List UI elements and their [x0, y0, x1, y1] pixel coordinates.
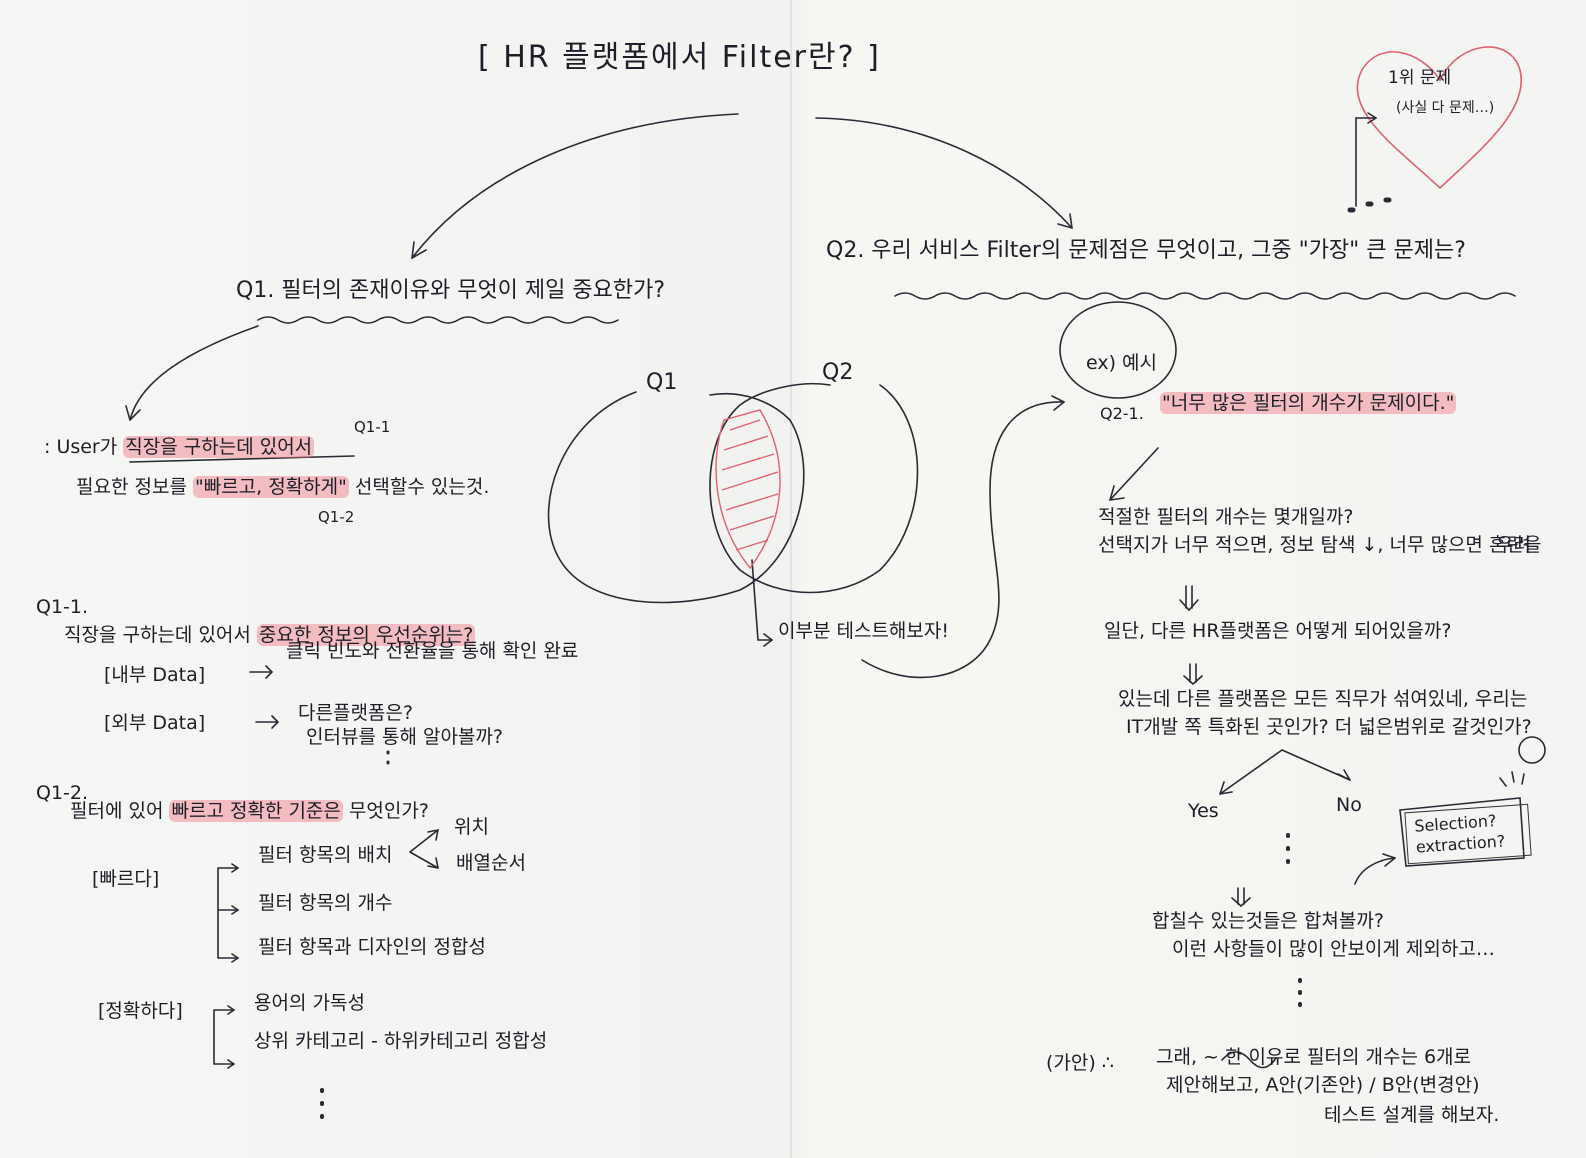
- arrow-title-to-q1: [411, 113, 739, 259]
- placement-sub-1: 위치: [454, 816, 489, 838]
- q1-2-question-highlight: 빠르고 정확한 기준은: [169, 800, 343, 822]
- fast-label: [빠르다]: [92, 868, 160, 890]
- paper-fold: [790, 0, 792, 1158]
- heart-doodle: [1356, 46, 1523, 189]
- accurate-branch-lines: [213, 1009, 235, 1065]
- para4-line2: 이런 사항들이 많이 안보이게 제외하고…: [1172, 938, 1495, 960]
- q2-wavy-underline: [894, 292, 1516, 300]
- q1-wavy-underline: [257, 316, 619, 324]
- q2-1-highlight-text: "너무 많은 필터의 개수가 문제이다.": [1160, 392, 1457, 414]
- overlap-note: 이부분 테스트해보자!: [778, 620, 949, 642]
- q2-1-label: Q2-1.: [1100, 404, 1144, 423]
- q1-2-label: Q1-2.: [36, 782, 89, 804]
- arrow-q21-down: [1109, 447, 1159, 501]
- para3-line1: 있는데 다른 플랫폼은 모든 직무가 섞여있네, 우리는: [1118, 688, 1528, 710]
- example-label: ex) 예시: [1086, 352, 1158, 374]
- fast-item-1: 필터 항목의 배치: [258, 844, 393, 866]
- q1-answer-line1: : User가 직장을 구하는데 있어서: [44, 436, 315, 459]
- down-arrow-1: [1179, 585, 1199, 612]
- q1-1-tag: Q1-1: [354, 418, 391, 436]
- q1-answer-line2: 필요한 정보를 "빠르고, 정확하게" 선택할수 있는것.: [76, 476, 489, 499]
- para3-line2: IT개발 쪽 특화된 곳인가? 더 넓은범위로 갈것인가?: [1126, 716, 1532, 738]
- para1-line2: 선택지가 너무 적으면, 정보 탐색 ↓, 너무 많으면 혼란을: [1098, 534, 1542, 556]
- venn-label-q2: Q2: [822, 360, 854, 385]
- down-arrow-2: [1183, 663, 1203, 686]
- arrow-overlap-to-note: [751, 559, 773, 641]
- down-arrow-3: [1231, 887, 1251, 908]
- placement-sub-arrows: [409, 829, 439, 869]
- accurate-item-2: 상위 카테고리 - 하위카테고리 정합성: [254, 1030, 548, 1052]
- q2-heading: Q2. 우리 서비스 Filter의 문제점은 무엇이고, 그중 "가장" 큰 …: [826, 238, 1466, 263]
- page-title: [ HR 플랫폼에서 Filter란? ]: [478, 40, 881, 75]
- internal-data-label: [내부 Data]: [104, 664, 206, 686]
- arrow-into-heart: [1355, 117, 1377, 207]
- arrow-to-box: [1354, 857, 1396, 885]
- accurate-label: [정확하다]: [98, 1000, 183, 1022]
- q1-heading: Q1. 필터의 존재이유와 무엇이 제일 중요한가?: [236, 278, 666, 303]
- arrow-q1-to-answer: [129, 325, 259, 421]
- selection-box-frame: [1399, 797, 1525, 867]
- answer-line2-highlight: "빠르고, 정확하게": [192, 476, 349, 498]
- venn-overlap-hatch: [715, 409, 781, 570]
- hypothesis-line2: 제안해보고, A안(기존안) / B안(변경안): [1166, 1074, 1480, 1096]
- branch-yes: [1219, 749, 1283, 795]
- answer-line2-prefix: 필요한 정보를: [76, 476, 193, 498]
- para4-line1: 합칠수 있는것들은 합쳐볼까?: [1152, 910, 1384, 932]
- q2-1-highlight: "너무 많은 필터의 개수가 문제이다.": [1160, 392, 1457, 415]
- branch-no-label: No: [1336, 794, 1362, 816]
- heart-note-line1: 1위 문제: [1388, 68, 1452, 88]
- para2: 일단, 다른 HR플랫폼은 어떻게 되어있을까?: [1104, 620, 1452, 642]
- external-data-text1: 다른플랫폼은?: [298, 702, 413, 724]
- para1-line3: 우려: [1496, 534, 1531, 556]
- external-data-text2: 인터뷰를 통해 알아볼까?: [306, 726, 503, 748]
- heart-note-line2: (사실 다 문제…): [1396, 100, 1495, 116]
- answer-line2-suffix: 선택할수 있는것.: [348, 476, 490, 498]
- para1-line1: 적절한 필터의 개수는 몇개일까?: [1098, 506, 1354, 528]
- q1-1-question: 직장을 구하는데 있어서 중요한 정보의 우선순위는?: [64, 624, 476, 647]
- hypothesis-line1: 그래, ~ 한 이유로 필터의 개수는 6개로: [1156, 1046, 1472, 1068]
- hypothesis-label: (가안) ∴: [1046, 1052, 1114, 1074]
- external-data-label: [외부 Data]: [104, 712, 206, 734]
- q1-1-question-prefix: 직장을 구하는데 있어서: [64, 624, 257, 646]
- venn-circle-q2: [709, 382, 919, 594]
- q1-1-label: Q1-1.: [36, 596, 89, 618]
- selection-extraction-box: Selection? extraction?: [1404, 803, 1532, 864]
- q1-2-question-suffix: 무엇인가?: [342, 800, 429, 822]
- fast-item-2: 필터 항목의 개수: [258, 892, 393, 914]
- fast-item-3: 필터 항목과 디자인의 정합성: [258, 936, 486, 958]
- q1-2-question-prefix: 필터에 있어: [70, 800, 170, 822]
- venn-circle-q1: [547, 391, 805, 604]
- answer-line1-prefix: : User가: [44, 436, 124, 458]
- venn-label-q1: Q1: [646, 370, 678, 395]
- connector-s-curve: [861, 401, 1065, 679]
- internal-data-text: 클릭 빈도와 전환율을 통해 확인 완료: [286, 640, 579, 662]
- answer-line1-highlight: 직장을 구하는데 있어서: [123, 436, 315, 458]
- q1-2-tag: Q1-2: [318, 508, 355, 526]
- fast-branch-lines: [217, 867, 239, 959]
- arrow-title-to-q2: [815, 117, 1073, 229]
- branch-yes-label: Yes: [1188, 800, 1219, 822]
- q1-1-question-highlight: 중요한 정보의 우선순위는?: [256, 624, 476, 646]
- placement-sub-2: 배열순서: [456, 852, 526, 874]
- accurate-item-1: 용어의 가독성: [254, 992, 365, 1014]
- example-circle: [1059, 301, 1177, 399]
- q1-2-question: 필터에 있어 빠르고 정확한 기준은 무엇인가?: [70, 800, 429, 823]
- hypothesis-line3: 테스트 설계를 해보자.: [1324, 1104, 1500, 1126]
